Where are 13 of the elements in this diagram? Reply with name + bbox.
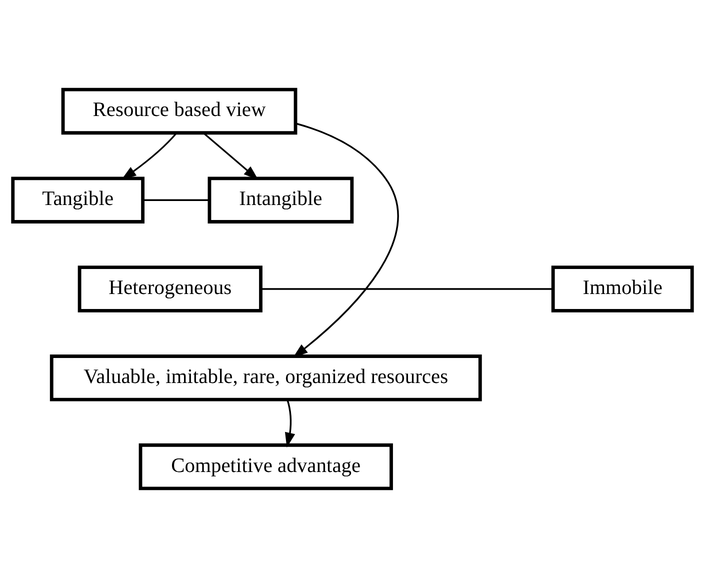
node-box: Valuable, imitable, rare, organized resources	[50, 354, 482, 401]
arrow	[284, 398, 296, 447]
node-box: Heterogeneous	[78, 265, 262, 312]
node-box: Tangible	[11, 176, 145, 223]
arrow	[292, 122, 398, 358]
arrow	[121, 132, 178, 180]
node-box: Competitive advantage	[138, 442, 393, 490]
node-box: Immobile	[551, 265, 694, 312]
node-box: Resource based view	[61, 87, 298, 134]
node-box: Intangible	[208, 176, 354, 223]
connector	[142, 198, 210, 200]
arrow	[202, 132, 258, 180]
connector	[261, 288, 554, 290]
